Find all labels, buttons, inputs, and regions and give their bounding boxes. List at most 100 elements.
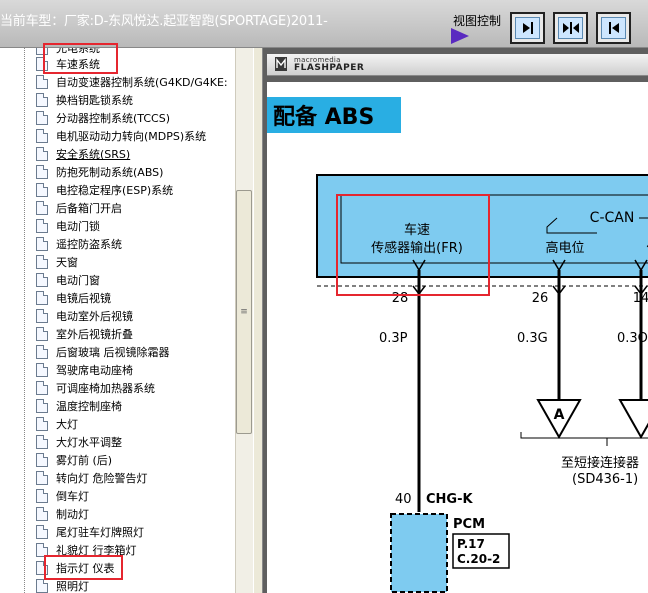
tree-item[interactable]: 转向灯 危险警告灯 xyxy=(36,469,148,487)
document-icon xyxy=(36,435,48,449)
tree-scroll-thumb[interactable]: ≡ xyxy=(236,190,252,434)
tree-item[interactable]: 安全系统(SRS) xyxy=(36,145,130,163)
tree-item[interactable]: 雾灯前 (后) xyxy=(36,451,112,469)
tree-guide-line xyxy=(24,48,25,593)
tree-item[interactable]: 照明灯 xyxy=(36,577,89,593)
arrows-in-icon xyxy=(562,22,579,34)
tree-item[interactable]: 允电系统 xyxy=(36,48,100,57)
document-icon xyxy=(36,363,48,377)
vehicle-title: 当前车型：厂家:D-东风悦达.起亚智跑(SPORTAGE)2011- xyxy=(0,14,328,29)
view-control-arrow-icon xyxy=(451,28,469,44)
document-icon xyxy=(36,579,48,593)
sensor-label-2: 传感器输出(FR) xyxy=(371,240,463,256)
tree-item[interactable]: 自动变速器控制系统(G4KD/G4KE: xyxy=(36,73,228,91)
tree-item[interactable]: 换档钥匙锁系统 xyxy=(36,91,133,109)
document-icon xyxy=(36,183,48,197)
tree-item[interactable]: 大灯 xyxy=(36,415,78,433)
tree-item[interactable]: 电动室外后视镜 xyxy=(36,307,133,325)
document-icon xyxy=(36,453,48,467)
document-icon xyxy=(36,48,48,55)
tree-item[interactable]: 电动门窗 xyxy=(36,271,100,289)
document-icon xyxy=(36,111,48,125)
fit-page-button[interactable] xyxy=(553,12,588,44)
grip-icon: ≡ xyxy=(240,307,248,317)
short-connector-label-2: (SD436-1) xyxy=(572,472,638,487)
wire-03o: 0.3O xyxy=(617,331,648,346)
document-icon xyxy=(36,489,48,503)
logo-big-text: FLASHPAPER xyxy=(294,63,365,73)
tree-item[interactable]: 防抱死制动系统(ABS) xyxy=(36,163,163,181)
tree-item[interactable]: 可调座椅加热器系统 xyxy=(36,379,155,397)
wiring-diagram: 配备 ABS 车速 传感器输出(FR) C-CAN 高电位 低 28 26 14 xyxy=(267,97,648,593)
tree-item-vehicle-speed[interactable]: 车速系统 xyxy=(36,55,100,73)
document-icon xyxy=(36,471,48,485)
short-connector-label-1: 至短接连接器 xyxy=(561,455,639,471)
document-icon xyxy=(36,165,48,179)
tree-item[interactable]: 倒车灯 xyxy=(36,487,89,505)
highlight-box xyxy=(43,43,118,74)
pin-40: 40 xyxy=(395,492,412,507)
ref-2: C.20-2 xyxy=(457,552,500,566)
document-icon xyxy=(36,417,48,431)
panel-divider[interactable] xyxy=(253,48,263,593)
sensor-label-1: 车速 xyxy=(404,222,430,238)
tree-item[interactable]: 尾灯驻车灯牌照灯 xyxy=(36,523,144,541)
highlight-box xyxy=(44,555,123,580)
tree-item[interactable]: 天窗 xyxy=(36,253,78,271)
wire-03p: 0.3P xyxy=(379,331,408,346)
header-bar: 当前车型：厂家:D-东风悦达.起亚智跑(SPORTAGE)2011- 视图控制 xyxy=(0,0,648,48)
diagram-title: 配备 ABS xyxy=(273,104,374,130)
pcm-ref-box xyxy=(452,533,510,569)
tree-item[interactable]: 电镜后视镜 xyxy=(36,289,111,307)
document-icon xyxy=(36,129,48,143)
document-icon xyxy=(36,399,48,413)
connector-a-label: A xyxy=(554,407,565,423)
macromedia-logo-icon xyxy=(275,57,287,71)
document-icon xyxy=(36,147,48,161)
tree-item[interactable]: 制动灯 xyxy=(36,505,89,523)
logo-small-text: macromedia xyxy=(294,56,341,64)
pcm-module xyxy=(390,513,448,593)
tree-item[interactable]: 后备箱门开启 xyxy=(36,199,122,217)
low-label: 低 xyxy=(646,241,648,256)
document-icon xyxy=(36,255,48,269)
document-icon xyxy=(36,237,48,251)
document-icon xyxy=(36,309,48,323)
tree-item[interactable]: 大灯水平调整 xyxy=(36,433,122,451)
pin-28: 28 xyxy=(392,291,409,306)
tree-item[interactable]: 驾驶席电动座椅 xyxy=(36,361,133,379)
tree-item[interactable]: 温度控制座椅 xyxy=(36,397,122,415)
tree-item[interactable]: 电控稳定程序(ESP)系统 xyxy=(36,181,173,199)
previous-button[interactable] xyxy=(596,12,631,44)
tree-item[interactable]: 分动器控制系统(TCCS) xyxy=(36,109,170,127)
ref-1: P.17 xyxy=(457,537,485,551)
tree-item[interactable]: 礼貌灯 行李箱灯 xyxy=(36,541,137,559)
document-icon xyxy=(36,543,48,557)
document-icon xyxy=(36,75,48,89)
tree-item[interactable]: 后窗玻璃 后视镜除霜器 xyxy=(36,343,170,361)
document-icon xyxy=(36,327,48,341)
high-label: 高电位 xyxy=(545,240,584,256)
document-icon xyxy=(36,291,48,305)
flashpaper-toolbar: macromedia FLASHPAPER xyxy=(267,54,648,76)
sensor-highlight-box xyxy=(336,194,490,296)
document-icon xyxy=(36,201,48,215)
system-tree: 允电系统 车速系统 自动变速器控制系统(G4KD/G4KE: 换档钥匙锁系统 分… xyxy=(0,48,253,593)
view-control-label: 视图控制 xyxy=(453,14,502,28)
wire-03g: 0.3G xyxy=(517,331,548,346)
tree-item[interactable]: 电动门锁 xyxy=(36,217,100,235)
tree-item[interactable]: 室外后视镜折叠 xyxy=(36,325,133,343)
pcm-label: PCM xyxy=(453,517,485,532)
fit-width-button[interactable] xyxy=(510,12,545,44)
arrow-right-bar-icon xyxy=(522,22,533,34)
pin-26: 26 xyxy=(532,291,549,306)
document-icon xyxy=(36,273,48,287)
connector-a xyxy=(536,399,582,440)
document-icon xyxy=(36,219,48,233)
flashpaper-viewer: macromedia FLASHPAPER 配备 ABS 车速 传感器输出(FR… xyxy=(263,48,648,593)
document-icon xyxy=(36,507,48,521)
document-icon xyxy=(36,345,48,359)
tree-item[interactable]: 遥控防盗系统 xyxy=(36,235,122,253)
tree-item[interactable]: 电机驱动动力转向(MDPS)系统 xyxy=(36,127,206,145)
document-icon xyxy=(36,381,48,395)
